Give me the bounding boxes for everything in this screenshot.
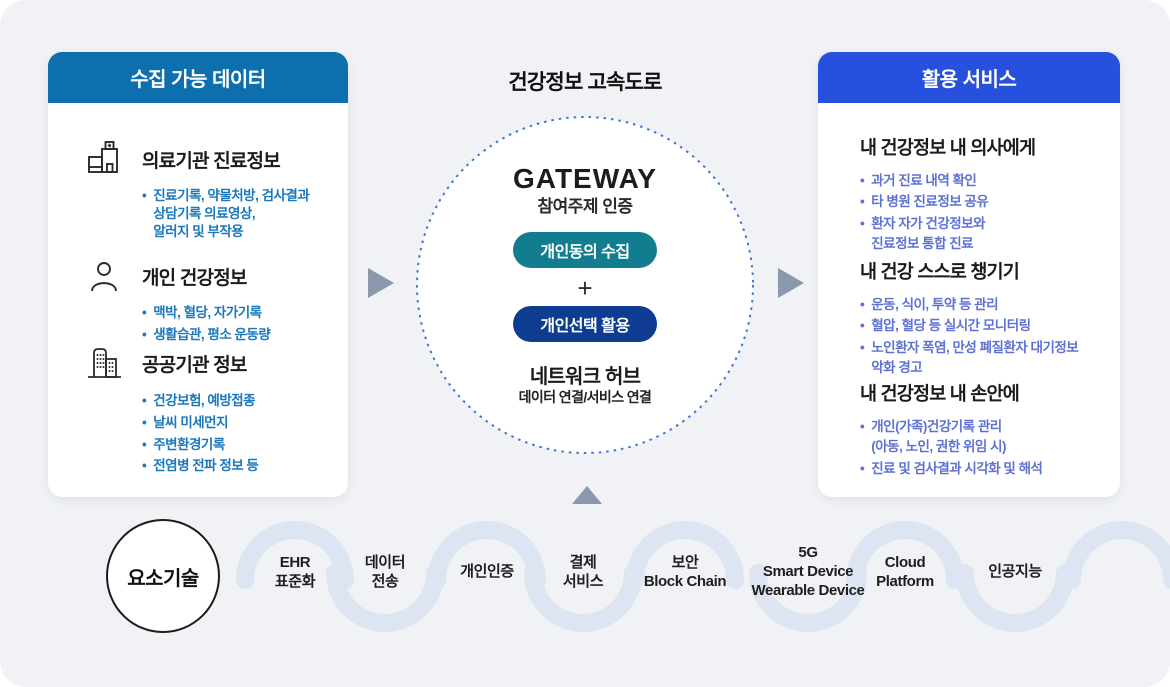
gateway-subtitle: 참여주제 인증: [537, 197, 633, 216]
utilization-services-header: 활용 서비스: [818, 52, 1120, 103]
bullet-item: •개인(가족)건강기록 관리 (아동, 노인, 권한 위임 시): [860, 419, 1007, 455]
group-public-institution: 공공기관 정보 •건강보험, 예방접종 •날씨 미세먼지 •주변환경기록 •전염…: [82, 343, 334, 479]
tech-item-5g-devices: 5G Smart Device Wearable Device: [751, 544, 865, 599]
section-title: 내 건강정보 내 손안에: [860, 383, 1020, 404]
bullet-item: •혈압, 혈당 등 실시간 모니터링: [860, 318, 1031, 334]
network-hub-title: 네트워크 허브: [529, 366, 641, 388]
group-medical-institution: 의료기관 진료정보 •진료기록, 약물처방, 검사결과 상담기록 의료영상, 알…: [82, 140, 334, 244]
center-section-title: 건강정보 고속도로: [508, 71, 662, 94]
person-icon: [82, 260, 126, 292]
tech-item-ai: 인공지능: [988, 563, 1042, 581]
group-title: 공공기관 정보: [142, 354, 247, 376]
group-title: 의료기관 진료정보: [142, 150, 281, 172]
collectible-data-header: 수집 가능 데이터: [48, 52, 348, 103]
bullet-item: •환자 자가 건강정보와 진료정보 통합 진료: [860, 215, 986, 251]
group-personal-health: 개인 건강정보 •맥박, 혈당, 자가기록 •생활습관, 평소 운동량: [82, 257, 334, 348]
utilization-services-card: 활용 서비스 내 건강정보 내 의사에게 •과거 진료 내역 확인 •타 병원 …: [818, 52, 1120, 497]
buildings-icon: [82, 343, 126, 383]
tech-item-personal-auth: 개인인증: [460, 563, 514, 581]
right-arrow-icon: [368, 268, 394, 298]
tech-item-payment: 결제 서비스: [562, 553, 604, 590]
element-technology-circle: 요소기술: [106, 519, 220, 633]
tech-item-ehr: EHR 표준화: [274, 553, 316, 590]
section-to-my-doctor: 내 건강정보 내 의사에게 •과거 진료 내역 확인 •타 병원 진료정보 공유…: [860, 134, 1108, 255]
technology-wave: [236, 521, 1170, 632]
bullet-item: •운동, 식이, 투약 등 관리: [860, 297, 999, 312]
consent-collection-pill: 개인동의 수집: [513, 232, 657, 268]
bullet-item: •과거 진료 내역 확인: [860, 173, 977, 188]
plus-sign: +: [577, 273, 593, 303]
gateway-dotted-circle: [416, 116, 754, 454]
gateway-title: GATEWAY: [513, 163, 657, 194]
bullet-item: •주변환경기록: [142, 436, 225, 452]
up-arrow-icon: [572, 486, 602, 504]
bullet-item: •노인환자 폭염, 만성 폐질환자 대기정보 악화 경고: [860, 339, 1079, 375]
tech-item-data-transfer: 데이터 전송: [364, 553, 406, 590]
section-self-care: 내 건강 스스로 챙기기 •운동, 식이, 투약 등 관리 •혈압, 혈당 등 …: [860, 258, 1108, 379]
bullet-item: •생활습관, 평소 운동량: [142, 326, 271, 342]
tech-item-cloud: Cloud Platform: [876, 553, 934, 590]
bullet-item: •진료 및 검사결과 시각화 및 해석: [860, 460, 1043, 476]
bullet-item: •타 병원 진료정보 공유: [860, 194, 989, 210]
bullet-item: •맥박, 혈당, 자가기록: [142, 305, 262, 320]
collectible-data-card: 수집 가능 데이터 의료기관 진료정보 •진료기록, 약물처방, 검사결과 상: [48, 52, 348, 497]
section-title: 내 건강 스스로 챙기기: [860, 261, 1020, 282]
bullet-item: •건강보험, 예방접종: [142, 393, 256, 408]
right-arrow-icon: [778, 268, 804, 298]
tech-item-security: 보안 Block Chain: [643, 553, 727, 590]
hospital-icon: [82, 140, 126, 178]
gateway-content: GATEWAY 참여주제 인증 개인동의 수집 + 개인선택 활용 네트워크 허…: [415, 115, 755, 455]
section-in-my-hand: 내 건강정보 내 손안에 •개인(가족)건강기록 관리 (아동, 노인, 권한 …: [860, 380, 1108, 480]
group-title: 개인 건강정보: [142, 267, 247, 289]
bullet-item: •전염병 전파 정보 등: [142, 458, 259, 474]
section-title: 내 건강정보 내 의사에게: [860, 137, 1036, 158]
network-hub-subtitle: 데이터 연결/서비스 연결: [518, 389, 652, 405]
bullet-item: •날씨 미세먼지: [142, 414, 229, 430]
personal-selection-pill: 개인선택 활용: [513, 306, 657, 342]
bullet-item: •진료기록, 약물처방, 검사결과 상담기록 의료영상, 알러지 및 부작용: [142, 188, 310, 239]
